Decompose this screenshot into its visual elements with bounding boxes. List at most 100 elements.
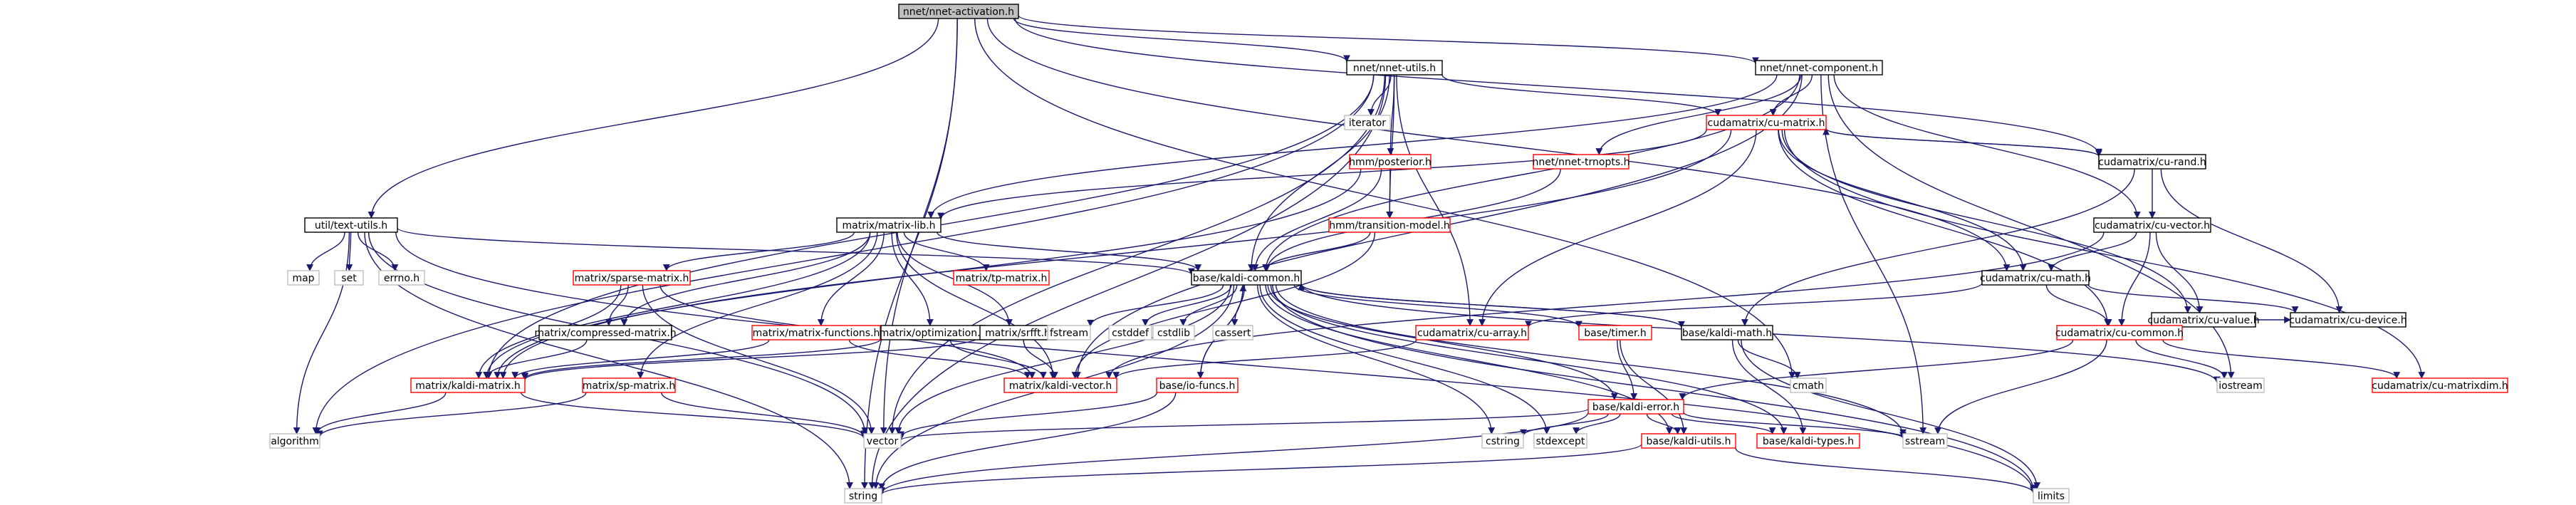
edge-text_utils-to-kaldi_common: [397, 227, 1195, 276]
edge-nnet_component-to-nnet_trnopts: [1595, 74, 1802, 155]
edge-cu_rand-to-kaldi_math: [1741, 168, 2135, 326]
node-kaldi-vector[interactable]: matrix/kaldi-vector.h: [1003, 378, 1117, 393]
node-label: matrix/kaldi-matrix.h: [415, 380, 520, 392]
node-cstddef: cstddef: [1108, 325, 1152, 340]
node-label: matrix/optimization.h: [880, 328, 987, 339]
edge-cu_math-to-cu_common: [2045, 284, 2112, 326]
node-label: fstream: [1050, 328, 1088, 339]
node-sstream: sstream: [1902, 433, 1948, 449]
node-nnet-trnopts[interactable]: nnet/nnet-trnopts.h: [1533, 154, 1630, 170]
edge-cu_common-to-kaldi_error: [1679, 339, 2074, 400]
node-sparse-matrix[interactable]: matrix/sparse-matrix.h: [573, 270, 691, 286]
node-cu-value[interactable]: cudamatrix/cu-value.h: [2147, 312, 2260, 328]
node-box: [1156, 378, 1239, 393]
node-box: [269, 433, 320, 449]
edge-kaldi_math-to-cmath: [1737, 339, 1801, 379]
edge-nnet_component-to-sstream: [1820, 74, 1927, 434]
node-kaldi-math[interactable]: base/kaldi-math.h: [1681, 325, 1773, 340]
edge-hmm_posterior-to-kaldi_common: [1251, 168, 1382, 271]
node-label: map: [292, 273, 314, 284]
node-string: string: [844, 488, 882, 504]
node-label: base/kaldi-types.h: [1763, 436, 1854, 447]
node-label: util/text-utils.h: [315, 220, 387, 231]
node-box: [836, 217, 942, 233]
node-label: cudamatrix/cu-math.h: [1980, 273, 2091, 284]
node-cstdlib: cstdlib: [1152, 325, 1195, 340]
node-label: set: [341, 273, 357, 284]
node-box: [2216, 378, 2265, 393]
node-label: base/kaldi-error.h: [1592, 402, 1679, 413]
node-box: [2033, 488, 2070, 504]
node-vector: vector: [863, 433, 902, 449]
node-transition-model[interactable]: hmm/transition-model.h: [1328, 217, 1451, 233]
node-text-utils[interactable]: util/text-utils.h: [304, 217, 398, 233]
node-root: nnet/nnet-activation.h: [898, 4, 1019, 19]
edge-kaldi_error-to-kaldi_types: [1671, 413, 1776, 434]
node-box: [304, 217, 398, 233]
node-nnet-utils[interactable]: nnet/nnet-utils.h: [1346, 60, 1443, 76]
node-compressed-matrix[interactable]: matrix/compressed-matrix.h: [534, 325, 677, 340]
node-cu-device[interactable]: cudamatrix/cu-device.h: [2289, 312, 2407, 328]
node-matrix-functions[interactable]: matrix/matrix-functions.h: [751, 325, 881, 340]
edge-text_utils-to-errno: [357, 231, 399, 271]
node-box: [1481, 433, 1524, 449]
edge-timer-to-kaldi_error: [1617, 339, 1638, 400]
edge-matrix_lib-to-optimization: [891, 231, 934, 326]
node-srfft[interactable]: matrix/srfft.h: [979, 325, 1056, 340]
node-cu-vector[interactable]: cudamatrix/cu-vector.h: [2093, 217, 2211, 233]
node-label: cassert: [1215, 328, 1251, 339]
node-box: [2056, 325, 2183, 340]
node-box: [1981, 270, 2090, 286]
edge-sparse_matrix-to-compressed_matrix: [605, 284, 629, 326]
edge-kaldi_math-to-kaldi_types: [1731, 339, 1807, 434]
node-kaldi-utils[interactable]: base/kaldi-utils.h: [1641, 433, 1736, 449]
node-nnet-component[interactable]: nnet/nnet-component.h: [1755, 60, 1883, 76]
node-io-funcs[interactable]: base/io-funcs.h: [1156, 378, 1239, 393]
node-box: [844, 488, 882, 504]
node-tp-matrix[interactable]: matrix/tp-matrix.h: [953, 270, 1050, 286]
node-label: stdexcept: [1536, 436, 1585, 447]
node-box: [1346, 60, 1443, 76]
edge-kaldi_utils-to-limits: [1735, 447, 2037, 494]
node-matrix-lib[interactable]: matrix/matrix-lib.h: [836, 217, 942, 233]
node-cu-matrixdim[interactable]: cudamatrix/cu-matrixdim.h: [2372, 378, 2508, 393]
edge-nnet_utils-to-cu_matrix: [1441, 74, 1721, 116]
edge-matrix_lib-to-compressed_matrix: [620, 231, 871, 326]
node-iostream: iostream: [2216, 378, 2265, 393]
edge-kaldi_matrix-to-algorithm: [313, 392, 447, 434]
node-box: [2093, 217, 2211, 233]
edge-matrix_lib-to-kaldi_common: [937, 231, 1201, 271]
node-cu-array[interactable]: cudamatrix/cu-array.h: [1415, 325, 1529, 340]
node-hmm-posterior[interactable]: hmm/posterior.h: [1349, 154, 1432, 170]
edge-root-to-cmath: [974, 18, 1796, 379]
node-box: [1587, 399, 1684, 415]
node-label: base/kaldi-common.h: [1193, 273, 1300, 284]
node-label: cudamatrix/cu-matrixdim.h: [2372, 380, 2508, 392]
node-cu-math[interactable]: cudamatrix/cu-math.h: [1980, 270, 2091, 286]
node-label: nnet/nnet-activation.h: [903, 6, 1014, 18]
edge-text_utils-to-set: [345, 231, 353, 271]
edge-kaldi_common-to-fstream: [1087, 284, 1224, 327]
node-timer[interactable]: base/timer.h: [1578, 325, 1652, 340]
edge-kaldi_common-to-kaldi_types: [1270, 284, 1788, 434]
node-cu-common[interactable]: cudamatrix/cu-common.h: [2055, 325, 2184, 340]
node-kaldi-matrix[interactable]: matrix/kaldi-matrix.h: [410, 378, 526, 393]
edge-sp_matrix-to-vector: [660, 392, 867, 438]
edge-transition_model-to-kaldi_vector: [1071, 231, 1376, 379]
node-sp-matrix[interactable]: matrix/sp-matrix.h: [582, 378, 676, 393]
node-box: [1706, 115, 1827, 130]
node-box: [1755, 60, 1883, 76]
node-cu-matrix[interactable]: cudamatrix/cu-matrix.h: [1706, 115, 1827, 130]
edge-kaldi_matrix-to-vector: [520, 392, 867, 439]
node-optimization[interactable]: matrix/optimization.h: [880, 325, 987, 340]
node-cmath: cmath: [1790, 378, 1827, 393]
node-kaldi-types[interactable]: base/kaldi-types.h: [1756, 433, 1860, 449]
node-cu-rand[interactable]: cudamatrix/cu-rand.h: [2098, 154, 2206, 170]
edge-nnet_utils-to-string: [868, 74, 1387, 489]
node-box: [898, 4, 1019, 19]
node-kaldi-error[interactable]: base/kaldi-error.h: [1587, 399, 1684, 415]
node-kaldi-common[interactable]: base/kaldi-common.h: [1191, 270, 1302, 286]
edge-hmm_posterior-to-transition_model: [1386, 168, 1394, 219]
node-box: [1328, 217, 1451, 233]
